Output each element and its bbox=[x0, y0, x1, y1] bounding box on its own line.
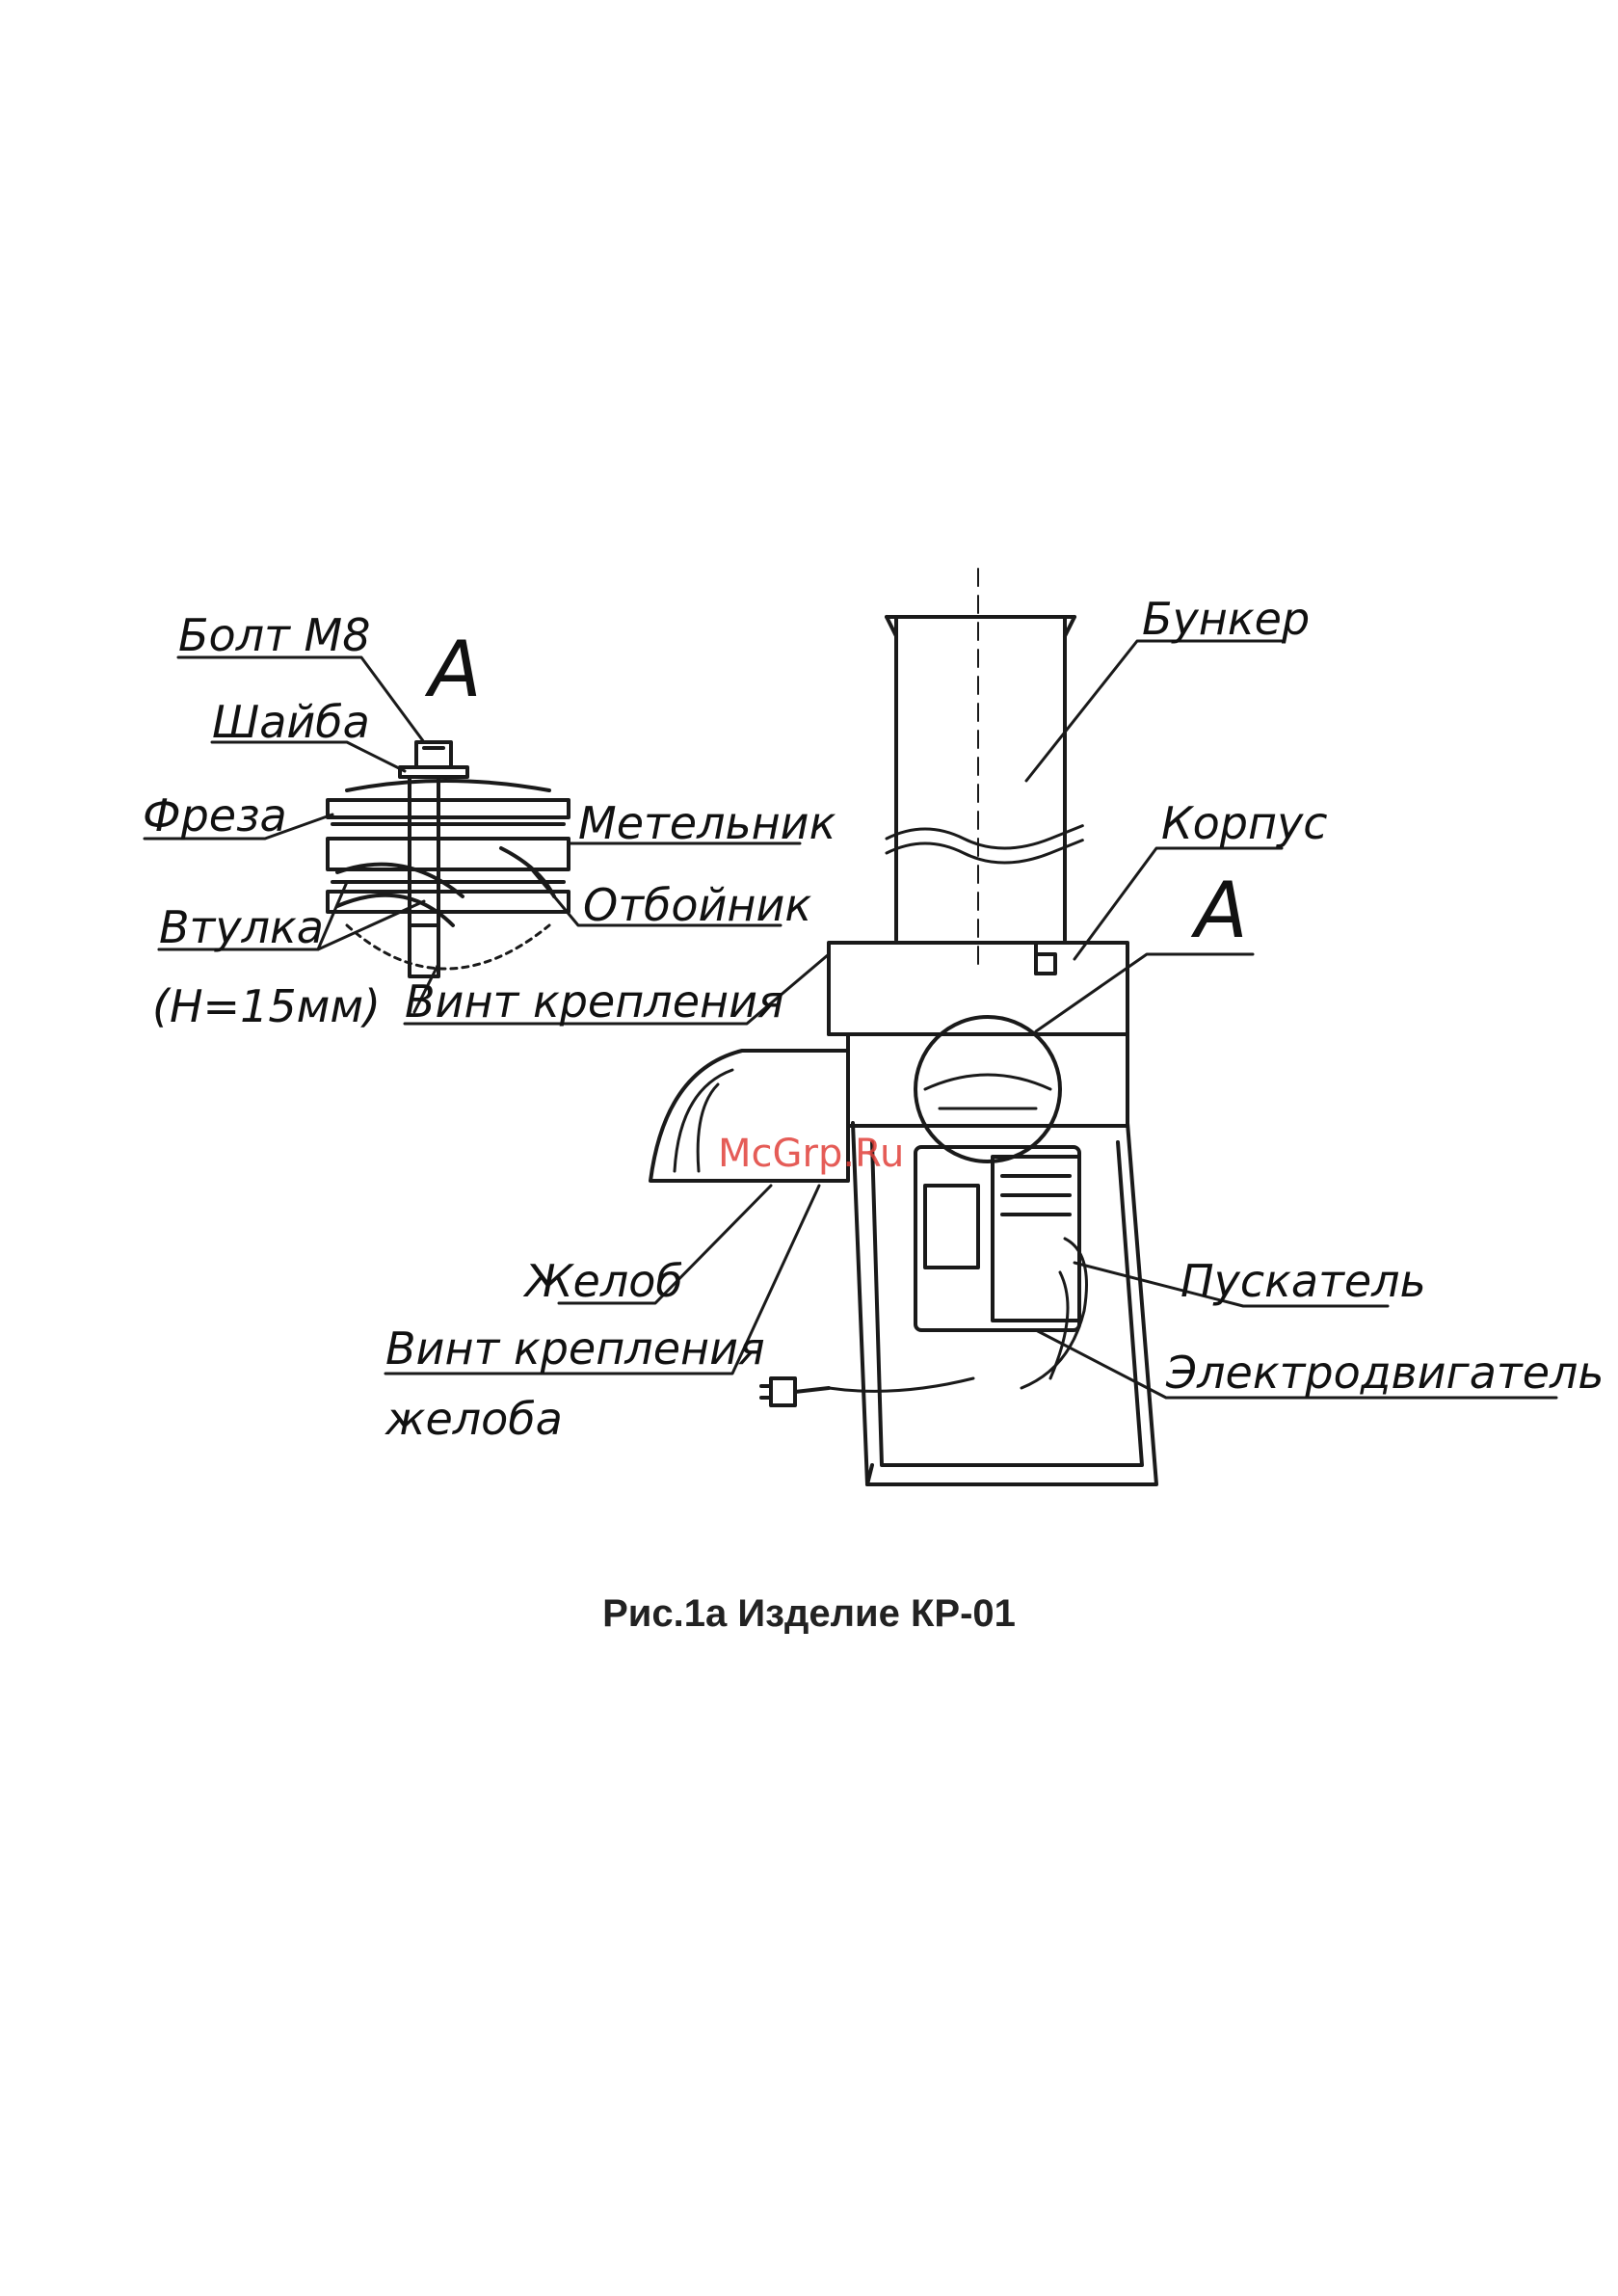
label-detail-a-top: А bbox=[424, 625, 482, 714]
label-beater: Метельник bbox=[578, 797, 836, 849]
label-chute-screw-line2: желоба bbox=[385, 1393, 563, 1445]
detail-a-drawing bbox=[328, 742, 569, 976]
label-hopper: Бункер bbox=[1142, 593, 1310, 645]
label-deflector: Отбойник bbox=[583, 879, 811, 931]
detail-a-labels: Болт М8 А Шайба Фреза Метельник Втулка О… bbox=[143, 609, 836, 1032]
label-mount-screw: Винт крепления bbox=[405, 975, 784, 1028]
label-sleeve: Втулка bbox=[159, 901, 324, 953]
label-mill: Фреза bbox=[143, 789, 287, 841]
label-sleeve-height: (Н=15мм) bbox=[152, 980, 381, 1032]
label-starter: Пускатель bbox=[1180, 1255, 1426, 1307]
watermark-text: McGrp.Ru bbox=[718, 1132, 904, 1176]
label-detail-a-main: А bbox=[1190, 866, 1248, 955]
label-motor: Электродвигатель bbox=[1165, 1347, 1605, 1399]
label-bolt: Болт М8 bbox=[178, 609, 370, 661]
label-washer: Шайба bbox=[212, 696, 370, 748]
figure-caption: Рис.1а Изделие КР-01 bbox=[0, 1592, 1618, 1636]
label-chute-screw-line1: Винт крепления bbox=[385, 1322, 765, 1375]
label-chute: Желоб bbox=[522, 1255, 683, 1307]
label-housing: Корпус bbox=[1161, 797, 1328, 849]
